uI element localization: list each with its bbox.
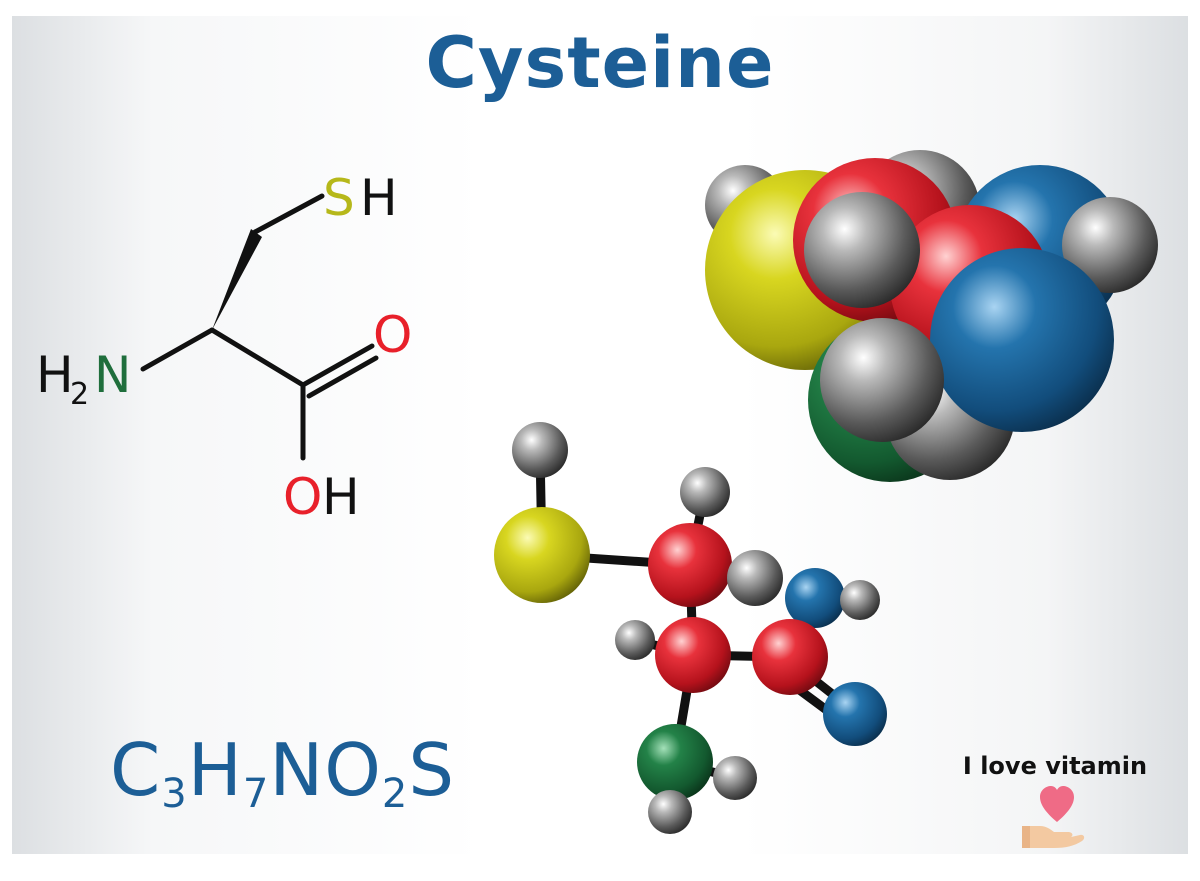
wedge-bond <box>212 229 262 330</box>
label-amine-sub: 2 <box>70 377 89 412</box>
brand-text: I love vitamin <box>962 752 1148 780</box>
page-title: Cysteine <box>425 22 775 104</box>
bs-hydrogen-n1 <box>713 756 757 800</box>
bs-carbon-alpha <box>655 617 731 693</box>
formula-c: C <box>110 728 162 812</box>
formula-c-count: 3 <box>161 771 188 817</box>
bond-c-o-double-a <box>300 343 375 388</box>
label-n: N <box>94 346 131 404</box>
bs-oxygen-hydroxyl <box>785 568 845 628</box>
label-sh-h: H <box>360 169 398 227</box>
bond-c-c <box>209 327 306 388</box>
label-hydroxyl-o: O <box>283 468 322 526</box>
sf-hydrogen-right <box>1062 197 1158 293</box>
sf-hydrogen-lower <box>820 318 944 442</box>
formula-n: N <box>269 728 325 812</box>
bond-c-s <box>252 193 325 235</box>
label-carbonyl-o: O <box>373 306 412 364</box>
bs-hydrogen-hydroxyl <box>840 580 880 620</box>
skeletal-structure <box>140 193 379 461</box>
bs-nitrogen <box>637 724 713 800</box>
bs-hydrogen-c1 <box>680 467 730 517</box>
bs-carbon-1 <box>648 523 732 607</box>
formula-s: S <box>408 728 456 812</box>
bs-hydrogen-top <box>512 422 568 478</box>
formula-h: H <box>187 728 243 812</box>
sf-oxygen-front <box>930 248 1114 432</box>
space-filling-model <box>705 150 1158 482</box>
bs-hydrogen-n2 <box>648 790 692 834</box>
formula-o: O <box>324 728 382 812</box>
sf-hydrogen-front <box>804 192 920 308</box>
bs-oxygen-carbonyl <box>823 682 887 746</box>
ball-and-stick-model <box>494 422 887 834</box>
bs-sulfur <box>494 507 590 603</box>
molecular-formula: C3H7NO2S <box>110 728 455 817</box>
bond-c-o-double-b <box>306 355 379 399</box>
formula-o-count: 2 <box>381 771 409 817</box>
bs-hydrogen-c2 <box>615 620 655 660</box>
label-amine-h: H <box>36 346 74 404</box>
heart-hand-icon <box>1022 786 1085 848</box>
bond-n-c <box>140 327 215 372</box>
bs-hydrogen-c1b <box>727 550 783 606</box>
label-s: S <box>323 169 355 227</box>
label-hydroxyl-h: H <box>322 468 360 526</box>
formula-h-count: 7 <box>242 771 270 817</box>
bs-carbon-carboxyl <box>752 619 828 695</box>
atom-labels: S H H 2 N O O H <box>36 169 412 526</box>
